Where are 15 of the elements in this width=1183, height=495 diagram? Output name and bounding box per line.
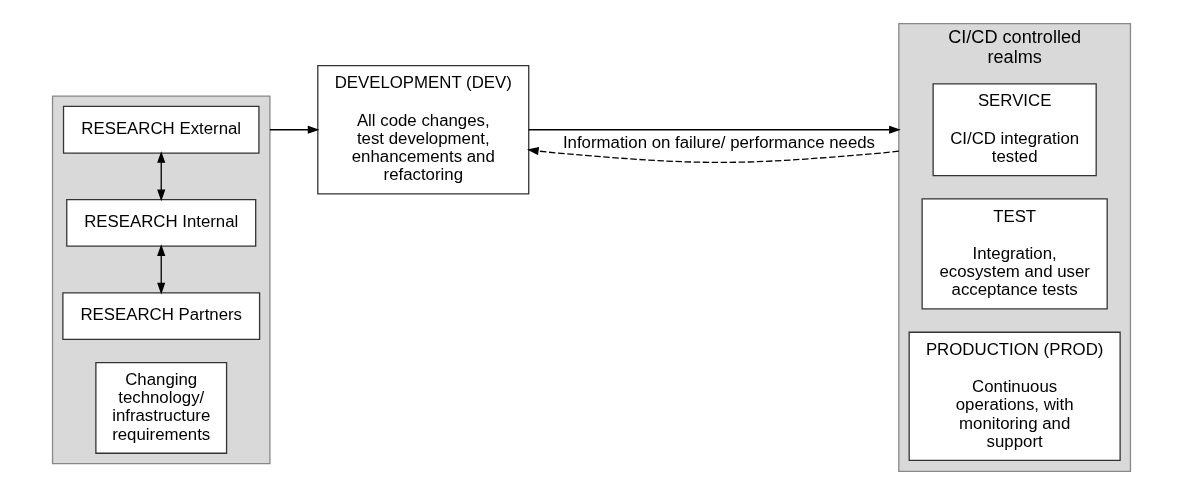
arrow	[157, 151, 166, 202]
node-box: TEST Integration, ecosystem and user acceptance tests	[921, 198, 1108, 310]
node-box: RESEARCH External	[62, 105, 260, 154]
arrow	[157, 244, 166, 295]
node-box: SERVICE CI/CD integration tested	[932, 83, 1097, 177]
node-box: RESEARCH Partners	[62, 292, 261, 341]
arrow	[528, 125, 901, 134]
edge-label: Information on failure/ performance needs	[562, 133, 876, 153]
arrow	[269, 125, 320, 134]
node-box: PRODUCTION (PROD) Continuous operations, with monitoring and support	[908, 331, 1121, 461]
cluster	[51, 95, 271, 465]
arrow	[527, 147, 900, 164]
node-box: RESEARCH Internal	[66, 198, 257, 247]
node-box: DEVELOPMENT (DEV) All code changes, test development, enhancements and refactoring	[317, 65, 530, 195]
node-box: Changing technology/ infrastructure requirements	[95, 362, 228, 454]
